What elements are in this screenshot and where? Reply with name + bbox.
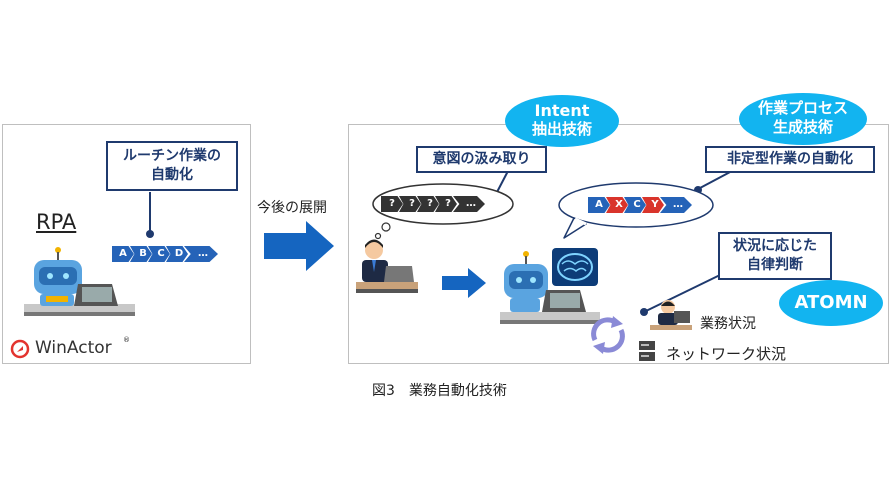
worker-at-pc-icon — [650, 300, 692, 330]
cycle-arrows-icon — [591, 316, 625, 354]
big-right-arrow — [264, 221, 334, 271]
winactor-logo-icon — [10, 339, 30, 359]
robot-laptop-illustration — [24, 247, 135, 316]
cloud-chevron-y: Y — [642, 197, 664, 213]
callout-line-2: 自動化 — [151, 167, 193, 183]
cloud-chevron-a: A — [588, 197, 610, 213]
intent-extraction-pill: Intent 抽出技術 — [505, 95, 619, 147]
small-right-arrow — [442, 268, 486, 298]
person-laptop-illustration — [356, 239, 418, 293]
work-status-label: 業務状況 — [700, 316, 756, 332]
figure-caption: 図3 業務自動化技術 — [372, 383, 507, 399]
intent-pill-line-2: 抽出技術 — [531, 120, 592, 138]
chevron-more: … — [184, 246, 218, 262]
chevron-c: C — [148, 246, 170, 262]
situation-line-1: 状況に応じた — [733, 238, 817, 254]
intent-understanding-callout: 意図の汲み取り — [416, 146, 547, 173]
chevron-b: B — [130, 246, 152, 262]
registered-mark: ® — [123, 336, 130, 344]
situation-line-2: 自律判断 — [747, 257, 803, 273]
robot-brain-illustration — [500, 248, 600, 324]
process-pill-line-2: 生成技術 — [772, 118, 833, 136]
bubble-chevron-2: ? — [399, 196, 421, 212]
situational-judgement-callout: 状況に応じた 自律判断 — [718, 232, 832, 280]
chevron-d: D — [166, 246, 188, 262]
callout-line-1: ルーチン作業の — [123, 148, 221, 164]
routine-automation-callout: ルーチン作業の 自動化 — [106, 141, 238, 191]
cloud-chevron-more: … — [660, 197, 692, 213]
rpa-label: RPA — [36, 210, 77, 234]
bubble-chevron-3: ? — [417, 196, 439, 212]
chevron-a: A — [112, 246, 134, 262]
network-status-label: ネットワーク状況 — [666, 345, 787, 363]
server-icon — [639, 341, 655, 361]
bubble-chevron-4: ? — [435, 196, 457, 212]
process-generation-pill: 作業プロセス 生成技術 — [739, 93, 867, 145]
atomn-pill: ATOMN — [779, 280, 883, 326]
cloud-chevron-c: C — [624, 197, 646, 213]
intent-pill-line-1: Intent — [534, 101, 590, 120]
nonroutine-automation-callout: 非定型作業の自動化 — [705, 146, 875, 173]
next-development-label: 今後の展開 — [257, 200, 327, 216]
bubble-chevron-more: … — [453, 196, 485, 212]
cloud-chevron-x: X — [606, 197, 628, 213]
winactor-brand-text: WinActor — [35, 338, 112, 358]
bubble-chevron-1: ? — [381, 196, 403, 212]
process-pill-line-1: 作業プロセス — [757, 99, 848, 117]
